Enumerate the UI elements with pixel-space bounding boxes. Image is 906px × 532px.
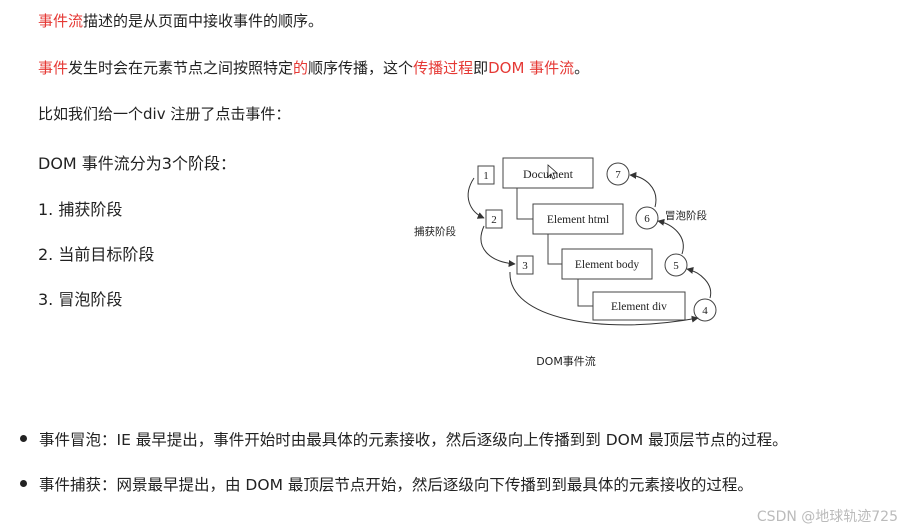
tree-connector bbox=[516, 188, 533, 220]
capture-step-label: 3 bbox=[522, 260, 528, 272]
mouse-cursor-icon bbox=[547, 164, 559, 180]
bullet-text: 事件冒泡：IE 最早提出，事件开始时由最具体的元素接收，然后逐级向上传播到到 D… bbox=[39, 431, 788, 449]
term-dom-event-flow: DOM 事件流 bbox=[488, 59, 575, 77]
intro-line-1-text: 描述的是从页面中接收事件的顺序。 bbox=[83, 12, 324, 30]
node-div-label: Element div bbox=[611, 301, 667, 313]
bubble-phase-label: 冒泡阶段 bbox=[665, 209, 707, 222]
node-html-label: Element html bbox=[547, 214, 609, 226]
bubble-arrow bbox=[629, 171, 657, 208]
term-propagation: 传播过程 bbox=[413, 59, 474, 77]
bullet-dot-icon bbox=[20, 435, 27, 442]
bubble-arrow bbox=[686, 267, 712, 299]
intro-line-2-part: 发生时会在元素节点之间按照特定 bbox=[68, 59, 294, 77]
intro-line-2-part: 顺序传播，这个 bbox=[308, 59, 414, 77]
intro-line-2: 事件发生时会在元素节点之间按照特定的顺序传播，这个传播过程即DOM 事件流。 bbox=[38, 57, 589, 78]
term-event: 事件 bbox=[38, 59, 69, 77]
stage-item: 1. 捕获阶段 bbox=[38, 200, 123, 219]
term-event-flow: 事件流 bbox=[38, 12, 84, 30]
tree-connector bbox=[547, 234, 562, 265]
bubble-step-circle bbox=[635, 206, 659, 230]
bubble-step-label: 5 bbox=[673, 260, 679, 272]
stage-item: 3. 冒泡阶段 bbox=[38, 290, 123, 309]
capture-step-label: 2 bbox=[491, 214, 497, 226]
intro-line-2-red-char: 的 bbox=[293, 59, 309, 77]
stage-item: 2. 当前目标阶段 bbox=[38, 245, 155, 264]
bubble-step-label: 7 bbox=[615, 169, 621, 181]
capture-arrow bbox=[467, 177, 485, 219]
capture-arrow bbox=[509, 271, 699, 326]
intro-line-2-part: 。 bbox=[574, 59, 590, 77]
tree-connector bbox=[577, 279, 593, 307]
watermark: CSDN @地球轨迹725 bbox=[756, 509, 898, 525]
bubble-step-label: 6 bbox=[644, 213, 650, 225]
node-body-label: Element body bbox=[575, 259, 639, 271]
intro-line-3: 比如我们给一个div 注册了点击事件： bbox=[38, 105, 291, 123]
bullet-event-capturing: 事件捕获：网景最早提出，由 DOM 最顶层节点开始，然后逐级向下传播到到最具体的… bbox=[20, 473, 753, 495]
capture-step-box bbox=[485, 209, 503, 229]
bubble-step-circle bbox=[606, 162, 630, 186]
capture-phase-label: 捕获阶段 bbox=[414, 225, 456, 238]
stages-title: DOM 事件流分为3个阶段： bbox=[38, 154, 236, 173]
capture-step-box bbox=[477, 165, 495, 185]
bubble-step-circle bbox=[664, 253, 688, 277]
node-document-box bbox=[502, 157, 594, 189]
capture-step-box bbox=[516, 255, 534, 275]
bubble-step-label: 4 bbox=[702, 305, 708, 317]
bullet-dot-icon bbox=[20, 480, 27, 487]
bubble-step-circle bbox=[693, 298, 717, 322]
intro-line-1: 事件流描述的是从页面中接收事件的顺序。 bbox=[38, 10, 323, 31]
bubble-arrow bbox=[657, 218, 684, 255]
diagram-caption: DOM事件流 bbox=[536, 354, 596, 368]
bullet-text: 事件捕获：网景最早提出，由 DOM 最顶层节点开始，然后逐级向下传播到到最具体的… bbox=[39, 476, 753, 494]
bullet-event-bubbling: 事件冒泡：IE 最早提出，事件开始时由最具体的元素接收，然后逐级向上传播到到 D… bbox=[20, 428, 788, 450]
capture-arrow bbox=[480, 225, 516, 267]
capture-step-label: 1 bbox=[483, 170, 489, 182]
intro-line-2-part: 即 bbox=[473, 59, 489, 77]
